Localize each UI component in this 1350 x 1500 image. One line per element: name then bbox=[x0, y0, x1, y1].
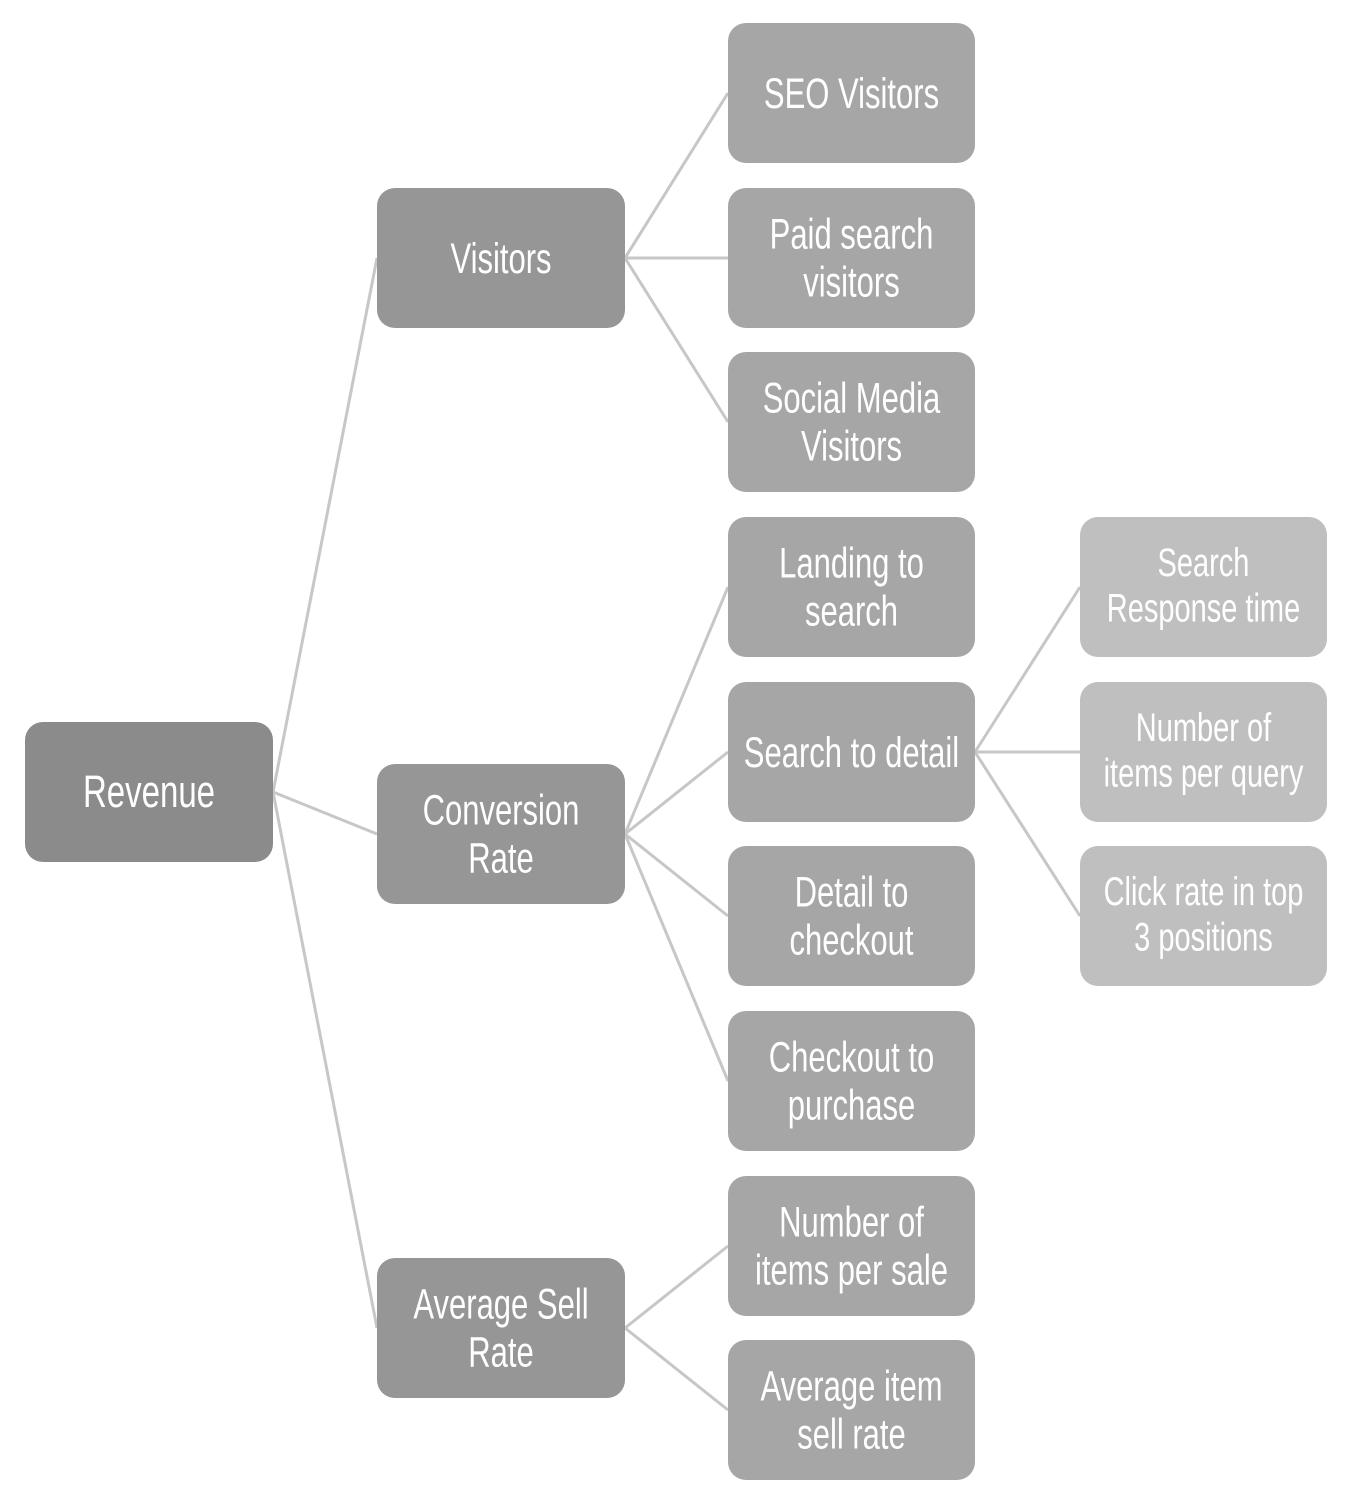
connector-line bbox=[623, 257, 730, 423]
node-visitors: Visitors bbox=[377, 188, 625, 328]
node-label: SEO Visitors bbox=[763, 68, 940, 118]
node-label: Search Response time bbox=[1106, 541, 1301, 632]
node-label: Revenue bbox=[82, 765, 216, 817]
node-search-to-detail: Search to detail bbox=[728, 682, 975, 822]
node-label: Detail to checkout bbox=[789, 867, 914, 965]
node-landing-to-search: Landing to search bbox=[728, 517, 975, 657]
connector-line bbox=[624, 1244, 729, 1330]
connector-line bbox=[624, 750, 729, 836]
connector-line bbox=[973, 751, 1082, 917]
node-average-item-sell-rate: Average item sell rate bbox=[728, 1340, 975, 1480]
node-paid-search-visitors: Paid search visitors bbox=[728, 188, 975, 328]
node-average-sell-rate: Average Sell Rate bbox=[377, 1258, 625, 1398]
node-search-response-time: Search Response time bbox=[1080, 517, 1327, 657]
node-label: Paid search visitors bbox=[769, 209, 934, 307]
connector-line bbox=[623, 586, 730, 835]
node-label: Average Sell Rate bbox=[413, 1279, 589, 1377]
node-label: Social Media Visitors bbox=[762, 373, 941, 471]
connector-line bbox=[973, 586, 1082, 753]
node-label: Click rate in top 3 positions bbox=[1103, 870, 1304, 961]
node-label: Visitors bbox=[450, 233, 552, 283]
node-label: Number of items per query bbox=[1103, 706, 1304, 797]
node-label: Checkout to purchase bbox=[768, 1032, 935, 1130]
node-seo-visitors: SEO Visitors bbox=[728, 23, 975, 163]
connector-line bbox=[624, 1326, 729, 1412]
node-label: Search to detail bbox=[743, 727, 960, 777]
connector-line bbox=[271, 257, 379, 793]
node-detail-to-checkout: Detail to checkout bbox=[728, 846, 975, 986]
connector-line bbox=[272, 790, 378, 836]
node-label: Average item sell rate bbox=[760, 1361, 943, 1459]
node-label: Number of items per sale bbox=[755, 1197, 948, 1295]
node-click-rate-top-3-positions: Click rate in top 3 positions bbox=[1080, 846, 1327, 986]
connector-line bbox=[623, 92, 730, 259]
node-number-of-items-per-query: Number of items per query bbox=[1080, 682, 1327, 822]
node-revenue: Revenue bbox=[25, 722, 273, 862]
node-label: Landing to search bbox=[779, 538, 924, 636]
node-checkout-to-purchase: Checkout to purchase bbox=[728, 1011, 975, 1151]
node-label: Conversion Rate bbox=[422, 785, 580, 883]
connector-line bbox=[624, 832, 729, 918]
node-conversion-rate: Conversion Rate bbox=[377, 764, 625, 904]
connector-line bbox=[623, 833, 730, 1082]
node-number-of-items-per-sale: Number of items per sale bbox=[728, 1176, 975, 1316]
node-social-media-visitors: Social Media Visitors bbox=[728, 352, 975, 492]
connector-line bbox=[271, 791, 379, 1329]
